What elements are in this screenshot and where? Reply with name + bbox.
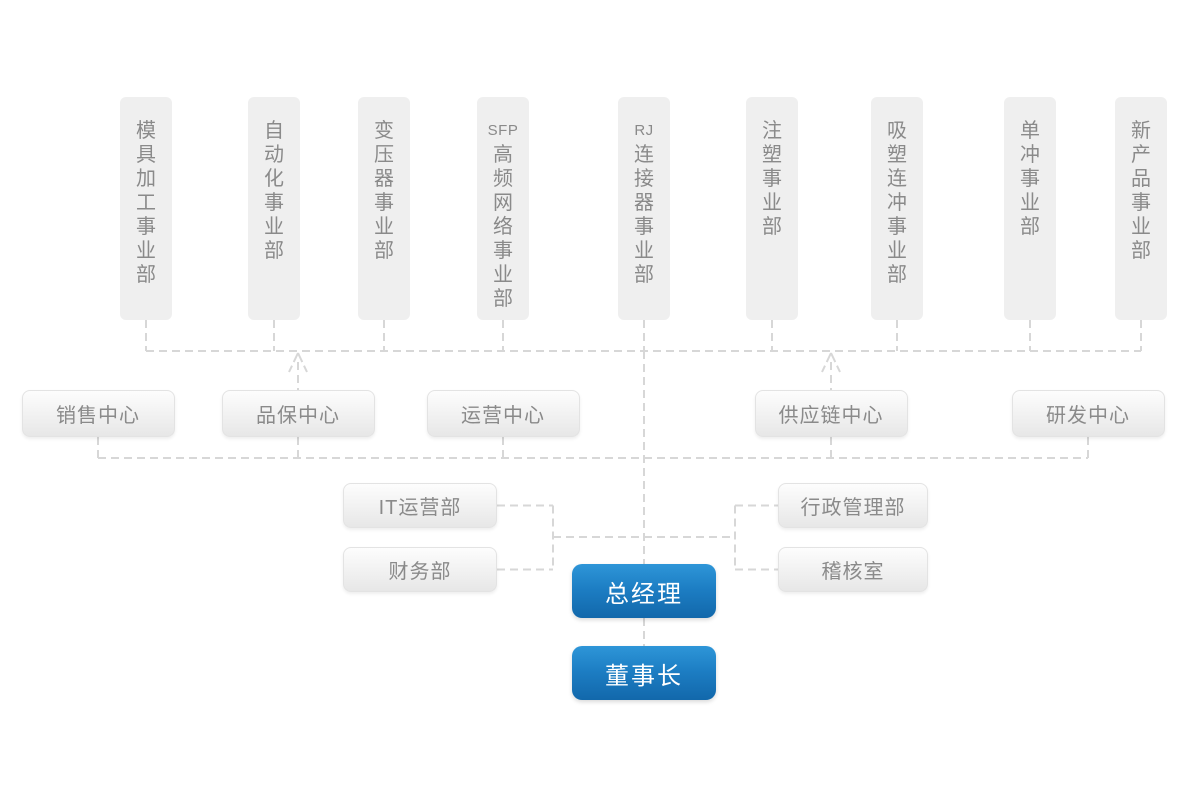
business-unit-box: 吸塑连冲事业部	[871, 97, 923, 320]
business-unit-label-line: 注	[762, 120, 782, 142]
staff-box: 财务部	[343, 547, 497, 592]
business-unit-label-line: 部	[1131, 240, 1151, 262]
executive-box: 董事长	[572, 646, 716, 700]
business-unit-label-line: 产	[1131, 144, 1151, 166]
business-unit-label-line: 模	[136, 120, 156, 142]
business-unit-label-line: 部	[264, 240, 284, 262]
business-unit-label-line: 事	[374, 192, 394, 214]
business-unit-label-line: 压	[374, 144, 394, 166]
business-unit-label-line: 事	[762, 168, 782, 190]
connector-line	[288, 352, 299, 373]
business-unit-label-line: 事	[634, 216, 654, 238]
business-unit-label-line: 单	[1020, 120, 1040, 142]
business-unit-label-line: 冲	[1020, 144, 1040, 166]
business-unit-label-line: 接	[634, 168, 654, 190]
business-unit-label-line: 化	[264, 168, 284, 190]
business-unit-label-line: 事	[136, 216, 156, 238]
business-unit-label-line: 业	[136, 240, 156, 262]
business-unit-label-line: 变	[374, 120, 394, 142]
business-unit-label-line: 事	[1131, 192, 1151, 214]
business-unit-label-line: 工	[136, 192, 156, 214]
business-unit-box: RJ 连接器事业部	[618, 97, 670, 320]
business-unit-label-line: 业	[887, 240, 907, 262]
business-unit-box: 自动化事业部	[248, 97, 300, 320]
business-unit-label-line: 连	[887, 168, 907, 190]
business-unit-box: 单冲事业部	[1004, 97, 1056, 320]
business-unit-label-line: RJ	[634, 122, 654, 139]
business-unit-box: 模具加工事业部	[120, 97, 172, 320]
business-unit-label-line: 动	[264, 144, 284, 166]
business-unit-label-line: 业	[493, 264, 513, 286]
business-unit-label-line: 业	[634, 240, 654, 262]
business-unit-label-line: SFP	[487, 122, 519, 139]
business-unit-label-line: 络	[493, 216, 513, 238]
center-box: 品保中心	[221, 390, 375, 437]
executive-box: 总经理	[572, 564, 716, 618]
business-unit-label-line: 事	[1020, 168, 1040, 190]
business-unit-label-line: 器	[374, 168, 394, 190]
business-unit-label-line: 业	[1020, 192, 1040, 214]
center-box: 研发中心	[1011, 390, 1165, 437]
business-unit-label-line: 部	[887, 264, 907, 286]
business-unit-box: 变压器事业部	[358, 97, 410, 320]
business-unit-box: 注塑事业部	[746, 97, 798, 320]
connector-line	[297, 352, 308, 373]
business-unit-label-line: 部	[634, 264, 654, 286]
business-unit-label-line: 连	[634, 144, 654, 166]
staff-box: IT运营部	[343, 483, 497, 528]
business-unit-label-line: 吸	[887, 120, 907, 142]
center-box: 供应链中心	[754, 390, 908, 437]
business-unit-label-line: 事	[887, 216, 907, 238]
business-unit-label-line: 品	[1131, 168, 1151, 190]
business-unit-label-line: 业	[762, 192, 782, 214]
business-unit-label-line: 部	[762, 216, 782, 238]
staff-box: 稽核室	[778, 547, 928, 592]
business-unit-label-line: 高	[493, 144, 513, 166]
business-unit-label-line: 塑	[887, 144, 907, 166]
business-unit-label-line: 器	[634, 192, 654, 214]
staff-box: 行政管理部	[778, 483, 928, 528]
business-unit-box: 新产品事业部	[1115, 97, 1167, 320]
business-unit-label-line: 部	[1020, 216, 1040, 238]
business-unit-label-line: 加	[136, 168, 156, 190]
business-unit-label-line: 部	[136, 264, 156, 286]
business-unit-label-line: 事	[493, 240, 513, 262]
business-unit-label-line: 冲	[887, 192, 907, 214]
business-unit-box: SFP 高频网络事业部	[477, 97, 529, 320]
connector-line	[830, 352, 841, 373]
business-unit-label-line: 业	[1131, 216, 1151, 238]
business-unit-label-line: 塑	[762, 144, 782, 166]
business-unit-label-line: 具	[136, 144, 156, 166]
connector-line	[821, 352, 832, 373]
business-unit-label-line: 部	[493, 288, 513, 310]
center-box: 销售中心	[21, 390, 175, 437]
business-unit-label-line: 事	[264, 192, 284, 214]
center-box: 运营中心	[426, 390, 580, 437]
business-unit-label-line: 业	[264, 216, 284, 238]
business-unit-label-line: 频	[493, 168, 513, 190]
business-unit-label-line: 业	[374, 216, 394, 238]
business-unit-label-line: 自	[264, 120, 284, 142]
business-unit-label-line: 新	[1131, 120, 1151, 142]
business-unit-label-line: 部	[374, 240, 394, 262]
business-unit-label-line: 网	[493, 192, 513, 214]
